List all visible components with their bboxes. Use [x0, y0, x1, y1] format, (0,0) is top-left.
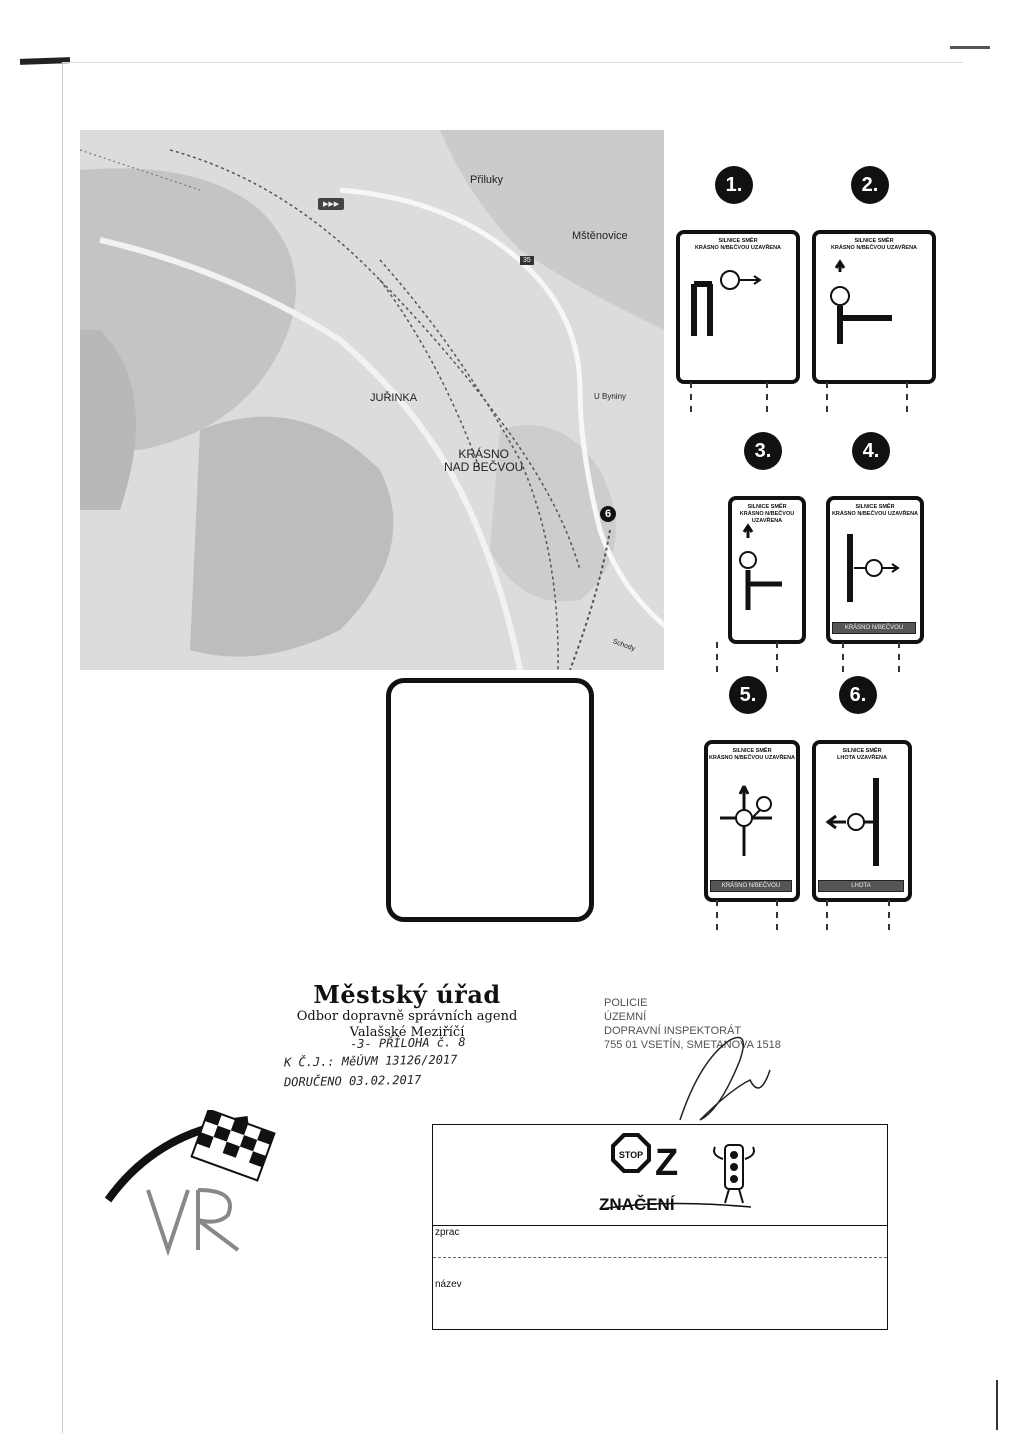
scan-corner-mark-right: [950, 46, 990, 49]
znaceni-letter-z: Z: [655, 1142, 678, 1184]
sign-post: [888, 900, 890, 936]
blank-sign-frame: [386, 678, 594, 922]
police-stamp: POLICIE ÚZEMNÍ DOPRAVNÍ INSPEKTORÁT 755 …: [604, 996, 844, 1052]
sign-post: [690, 382, 692, 418]
map-road-number: 35: [520, 256, 534, 265]
sign-post: [716, 900, 718, 936]
office-stamp: Městský úřad Odbor dopravně správních ag…: [282, 980, 532, 1041]
handwritten-line-1: -3- PŘÍLOHA č. 8: [349, 1034, 466, 1052]
title-block-row-zprac: zprac: [433, 1225, 887, 1258]
map-label-u-byniny: U Byniny: [594, 392, 627, 401]
sign-number-badge: 5.: [729, 676, 767, 714]
sign-number-badge: 6.: [839, 676, 877, 714]
sign-post: [898, 642, 900, 678]
sign-post: [826, 900, 828, 936]
sign-heading-line-1: SILNICE SMĚR: [855, 504, 895, 510]
sign-heading-line-2: KRÁSNO N/BEČVOU UZAVŘENA: [694, 245, 782, 251]
sign-heading-line-1: SILNICE SMĚR: [718, 238, 758, 244]
signature: [679, 1036, 771, 1121]
title-block: STOP Z ZNAČENÍ zprac název: [432, 1124, 888, 1330]
office-stamp-line-2: Valašské Meziříčí: [349, 1025, 465, 1040]
sign-heading-line-2: LHOTA UZAVŘENA: [836, 755, 887, 761]
page-frame: [62, 62, 963, 1433]
scan-edge-line: [996, 1380, 998, 1430]
map-marker-6: 6: [600, 506, 616, 522]
sign-number-badge: 2.: [851, 166, 889, 204]
sign-number-badge: 4.: [852, 432, 890, 470]
sign-post: [826, 382, 828, 418]
znaceni-logo-graphic: STOP Z: [600, 1133, 755, 1210]
map-label-mstenovice: Mštěnovice: [572, 230, 628, 242]
sign-pictogram: [739, 523, 782, 610]
office-stamp-title: Městský úřad: [313, 980, 501, 1009]
sign-pictogram: [825, 778, 879, 866]
sign-pictogram: [830, 259, 892, 344]
title-block-label-zprac: zprac: [435, 1227, 460, 1238]
police-stamp-line-2: ÚZEMNÍ: [604, 1011, 647, 1023]
sign-post: [906, 382, 908, 418]
office-stamp-line-1: Odbor dopravně správních agend: [296, 1009, 518, 1024]
sign-post: [776, 900, 778, 936]
sign-heading-line-1: SILNICE SMĚR: [854, 238, 894, 244]
police-stamp-line-1: POLICIE: [604, 997, 648, 1009]
vr-logo: [104, 1110, 276, 1257]
sign-destination-tag: KRÁSNO N/BEČVOU: [832, 622, 916, 634]
stop-sign-text: STOP: [619, 1150, 643, 1160]
checkered-flag-icon: [190, 1110, 276, 1182]
znaceni-text: ZNAČENÍ: [599, 1195, 675, 1214]
sign-number-badge: 3.: [744, 432, 782, 470]
sign-destination-tag: KRÁSNO N/BEČVOU: [710, 880, 792, 892]
sign-post: [766, 382, 768, 418]
sign-heading-line-2: KRÁSNO N/BEČVOU UZAVŘENA: [831, 511, 919, 517]
map-label-krasno: KRÁSNO NAD BEČVOU: [444, 448, 523, 474]
sign-heading-line-2: KRÁSNO N/BEČVOU UZAVŘENA: [830, 245, 918, 251]
title-block-label-nazev: název: [435, 1279, 462, 1290]
map-label-priluky: Přiluky: [470, 174, 504, 186]
znaceni-logo: STOP Z ZNAČENÍ: [433, 1125, 887, 1226]
map-label-krasno-line-2: NAD BEČVOU: [444, 460, 524, 474]
police-stamp-line-3: DOPRAVNÍ INSPEKTORÁT: [604, 1025, 742, 1037]
map-label-jurinka: JUŘINKA: [370, 392, 418, 404]
sign-heading-line-2: KRÁSNO N/BEČVOU UZAVŘENA: [739, 511, 795, 524]
sign-heading-line-1: SILNICE SMĚR: [732, 748, 772, 754]
sign-post: [776, 642, 778, 678]
map-label-krasno-line-1: KRÁSNO: [458, 447, 510, 461]
sign-pictogram: [720, 785, 772, 856]
map-direction-tag: ▶▶▶: [318, 198, 345, 210]
police-stamp-line-4: 755 01 VSETÍN, SMETANOVA 1518: [604, 1039, 781, 1051]
sign-heading-line-1: SILNICE SMĚR: [747, 504, 787, 510]
map-graphics: [80, 130, 664, 670]
handwritten-line-3: DORUČENO 03.02.2017: [283, 1072, 422, 1090]
sign-pictogram: [691, 270, 762, 336]
sign-heading-line-2: KRÁSNO N/BEČVOU UZAVŘENA: [708, 755, 796, 761]
situation-map: ▶▶▶ Přiluky Mštěnovice 35 JUŘINKA U Byni…: [80, 130, 664, 670]
sign-pictogram: [847, 534, 900, 602]
title-block-row-nazev: název: [433, 1277, 887, 1327]
sign-post: [842, 642, 844, 678]
sign-number-badge: 1.: [715, 166, 753, 204]
sign-post: [716, 642, 718, 678]
sign-destination-tag: LHOTA: [818, 880, 904, 892]
sign-heading-line-1: SILNICE SMĚR: [842, 748, 882, 754]
